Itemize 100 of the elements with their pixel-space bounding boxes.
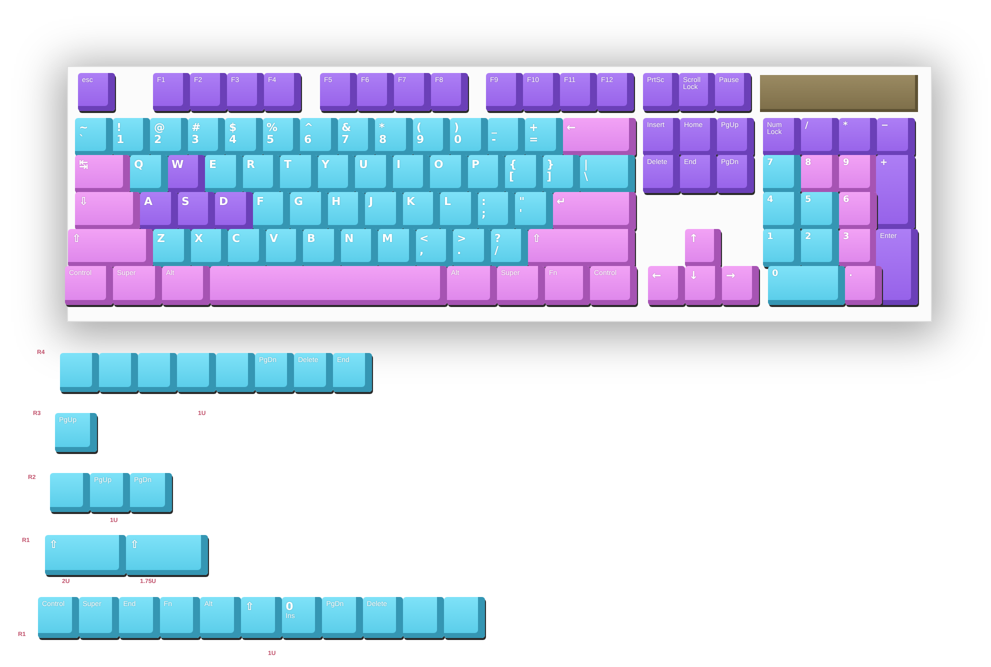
- key-legend: *: [843, 122, 848, 132]
- keycap: [75, 118, 112, 156]
- keycap: [266, 229, 303, 267]
- keycap: [394, 73, 431, 111]
- blank-keycap: [99, 353, 138, 392]
- keycap: [845, 266, 882, 305]
- keycap: [153, 229, 190, 267]
- keycap: [402, 192, 440, 230]
- key-legend: U: [359, 159, 368, 171]
- keycap: [68, 229, 153, 267]
- key-legend: ↵: [556, 196, 566, 208]
- key-legend: I: [396, 159, 401, 171]
- keycap: [255, 353, 294, 392]
- keycap: [119, 597, 160, 638]
- keycap: [242, 155, 280, 193]
- keycap: [525, 118, 562, 156]
- keycap: [130, 473, 172, 512]
- keycap: [763, 118, 801, 156]
- key-legend: 4: [229, 134, 237, 146]
- keycap: [801, 155, 839, 193]
- keycap: [453, 229, 490, 267]
- keycap: [722, 266, 759, 305]
- keycap: [505, 155, 542, 193]
- keycap: [227, 73, 264, 111]
- key-legend: }: [546, 159, 554, 171]
- keycap: [685, 266, 722, 305]
- keycap: [643, 118, 680, 156]
- key-legend: ;: [482, 208, 486, 220]
- keycap: [412, 118, 450, 156]
- keycap: [497, 266, 545, 305]
- key-legend: &: [342, 122, 352, 134]
- keycap: [763, 229, 801, 267]
- keycap: [200, 597, 241, 638]
- blank-keycap: [138, 353, 177, 392]
- key-legend: 9: [843, 159, 850, 168]
- key-legend: 0: [286, 601, 294, 613]
- key-legend: ↑: [689, 233, 698, 245]
- keycap: [679, 73, 715, 111]
- keycap: [90, 473, 130, 512]
- key-legend: ": [519, 196, 525, 208]
- keycap: [45, 535, 126, 575]
- keycap: [252, 192, 290, 230]
- key-legend: H: [332, 196, 341, 208]
- keycap: [365, 192, 402, 230]
- key-legend: %: [266, 122, 278, 134]
- keycap: [378, 229, 416, 267]
- keycap: [801, 192, 839, 230]
- key-legend: /: [494, 244, 499, 256]
- key-legend: <: [420, 233, 429, 245]
- blank-keycap: [403, 597, 444, 638]
- keycap: [320, 73, 357, 111]
- keycap: [168, 155, 205, 193]
- keycap: [280, 155, 318, 193]
- keycap: [78, 597, 120, 638]
- keycap: [357, 73, 394, 111]
- key-legend: Y: [322, 159, 330, 171]
- keycap: [188, 118, 225, 156]
- keycap: [75, 155, 130, 193]
- keycap: [416, 229, 453, 267]
- key-legend: ⇩: [79, 196, 88, 208]
- keycap: [839, 155, 877, 193]
- blank-keycap: [177, 353, 216, 392]
- keycap: [300, 118, 338, 156]
- key-legend: =: [529, 134, 538, 146]
- blank-keycap: [210, 266, 447, 305]
- key-legend: →: [726, 270, 736, 282]
- key-legend: !: [116, 122, 122, 134]
- blank-keycap: [216, 353, 255, 392]
- key-legend: ^: [304, 122, 314, 134]
- keycap: [876, 229, 918, 305]
- keycap: [440, 192, 478, 230]
- key-legend: ↓: [689, 270, 698, 282]
- keycap: [542, 155, 580, 193]
- keycap: [552, 192, 636, 230]
- key-legend: [: [509, 170, 514, 182]
- key-legend: B: [307, 233, 316, 245]
- keycap: [392, 155, 430, 193]
- key-legend: ]: [546, 170, 552, 182]
- keycap: [282, 597, 322, 638]
- key-legend: K: [406, 196, 416, 208]
- keycap: [162, 266, 210, 305]
- key-legend: |: [584, 159, 588, 171]
- key-legend: -: [492, 134, 496, 146]
- key-legend: ⇧: [72, 233, 82, 245]
- keycap: [643, 155, 680, 193]
- key-legend: ?: [494, 233, 501, 245]
- key-legend: 6: [304, 134, 312, 146]
- keycap: [431, 73, 468, 111]
- keycap: [113, 266, 162, 305]
- key-legend: Z: [157, 233, 165, 245]
- key-legend: 1: [767, 233, 774, 242]
- key-legend: 8: [805, 159, 812, 168]
- keycap: [560, 73, 597, 111]
- key-legend: :: [482, 196, 486, 208]
- keycap: [241, 597, 282, 638]
- key-legend: >: [457, 233, 466, 245]
- key-legend: {: [509, 159, 517, 171]
- key-legend: G: [294, 196, 304, 208]
- keycap: [328, 192, 365, 230]
- keycap: [580, 155, 635, 193]
